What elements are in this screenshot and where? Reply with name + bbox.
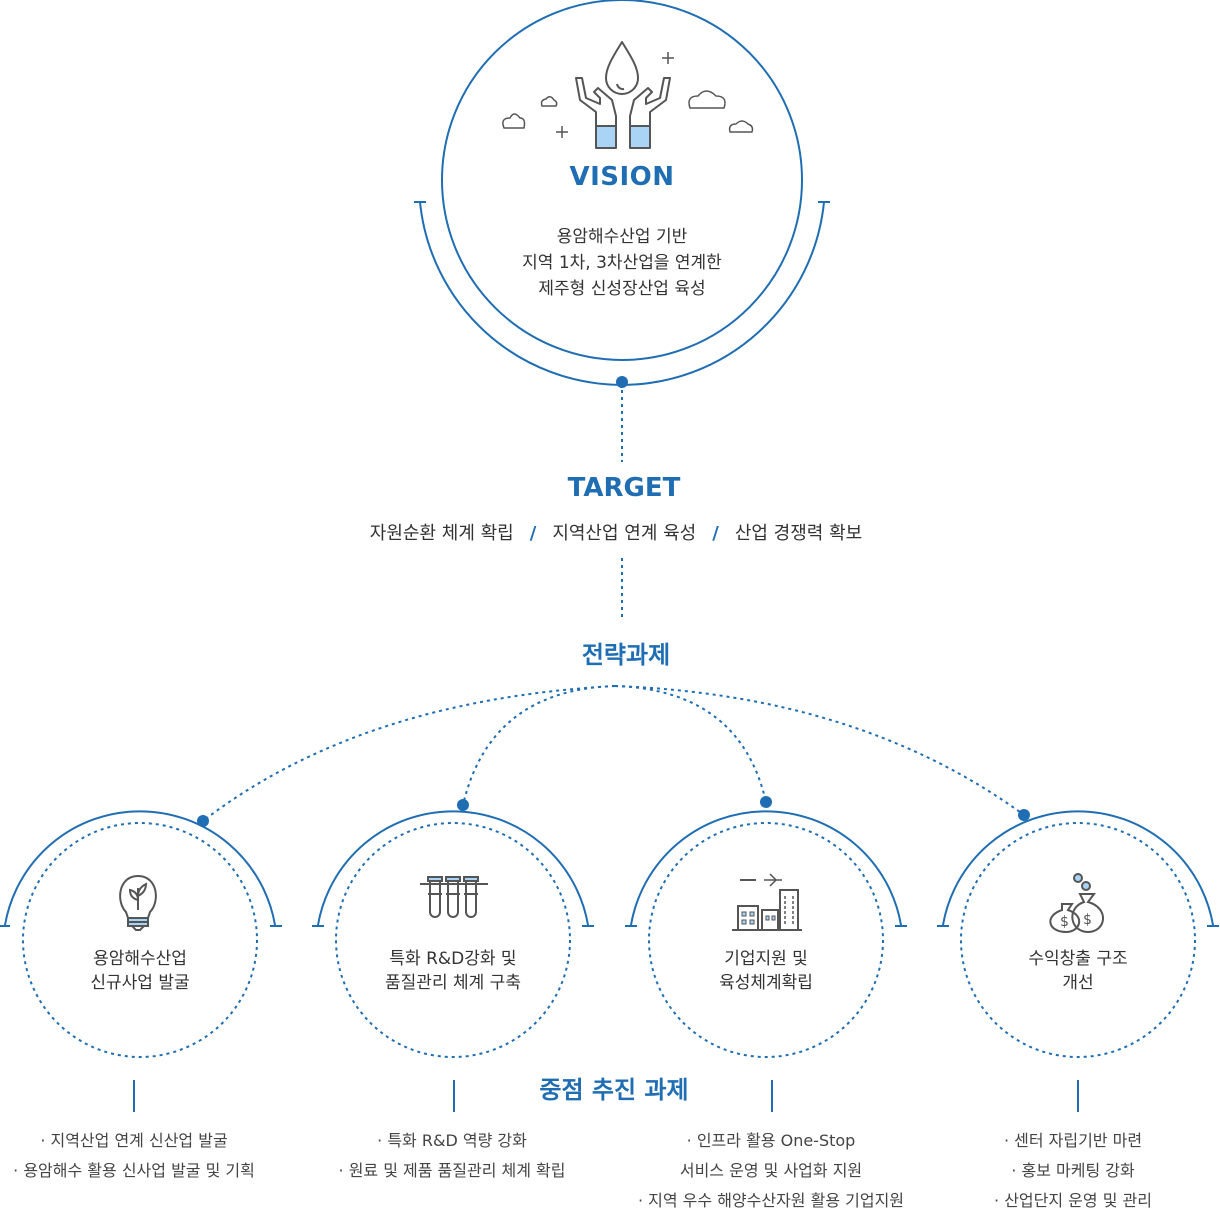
curve-to-circle-1 bbox=[202, 685, 616, 822]
vision-line-2: 지역 1차, 3차산업을 연계한 bbox=[522, 253, 722, 273]
strategy-circle-1-line-1: 용암해수산업 bbox=[93, 949, 187, 969]
curve-to-circle-4 bbox=[614, 685, 1025, 816]
strategy-circle-3-label: 기업지원 및 육성체계확립 bbox=[719, 947, 813, 995]
task-3-item-1: · 인프라 활용 One-Stop bbox=[686, 1131, 856, 1150]
strategy-circle-2-dotted bbox=[335, 822, 571, 1058]
strategy-circle-4-dotted bbox=[960, 822, 1196, 1058]
task-4-item-3: · 산업단지 운영 및 관리 bbox=[994, 1191, 1152, 1210]
vision-line-1: 용암해수산업 기반 bbox=[556, 227, 688, 247]
curve-to-circle-3 bbox=[614, 685, 767, 803]
target-item-3: 산업 경쟁력 확보 bbox=[734, 523, 863, 544]
target-separator-1: / bbox=[529, 523, 537, 544]
strategy-circle-1-line-2: 신규사업 발굴 bbox=[90, 973, 190, 993]
target-item-1: 자원순환 체계 확립 bbox=[369, 523, 514, 544]
target-title: TARGET bbox=[567, 473, 681, 503]
strategy-circle-4-line-2: 개선 bbox=[1062, 973, 1094, 993]
vision-connector-dot bbox=[616, 376, 628, 388]
strategy-circle-3-dotted bbox=[648, 822, 884, 1058]
tasks-title: 중점 추진 과제 bbox=[539, 1076, 689, 1104]
test-tubes-icon bbox=[420, 876, 488, 918]
task-column-4: · 센터 자립기반 마련 · 홍보 마케팅 강화 · 산업단지 운영 및 관리 bbox=[994, 1126, 1152, 1216]
task-column-3: · 인프라 활용 One-Stop 서비스 운영 및 사업화 지원 · 지역 우… bbox=[638, 1126, 904, 1216]
strategy-circle-4-dot bbox=[1018, 809, 1030, 821]
vision-description: 용암해수산업 기반 지역 1차, 3차산업을 연계한 제주형 신성장산업 육성 bbox=[522, 224, 722, 302]
strategy-circle-1-dot bbox=[197, 815, 209, 827]
vision-circle bbox=[441, 0, 803, 361]
task-3-item-2: 서비스 운영 및 사업화 지원 bbox=[679, 1161, 863, 1180]
strategy-circle-1-label: 용암해수산업 신규사업 발굴 bbox=[90, 947, 189, 995]
strategy-title: 전략과제 bbox=[581, 641, 671, 669]
task-4-item-1: · 센터 자립기반 마련 bbox=[1003, 1131, 1143, 1150]
target-items: 자원순환 체계 확립 / 지역산업 연계 육성 / 산업 경쟁력 확보 bbox=[370, 519, 862, 545]
strategy-circle-3-line-1: 기업지원 및 bbox=[724, 949, 808, 969]
strategy-circle-3-dot bbox=[760, 796, 772, 808]
vision-title: VISION bbox=[569, 162, 675, 192]
task-1-item-2: · 용암해수 활용 신사업 발굴 및 기획 bbox=[13, 1161, 255, 1180]
task-4-item-2: · 홍보 마케팅 강화 bbox=[1011, 1161, 1135, 1180]
buildings-icon bbox=[732, 873, 802, 931]
vision-line-3: 제주형 신성장산업 육성 bbox=[538, 279, 706, 299]
task-column-1: · 지역산업 연계 신산업 발굴 · 용암해수 활용 신사업 발굴 및 기획 bbox=[13, 1126, 255, 1186]
strategy-circle-2-label: 특화 R&D강화 및 품질관리 체계 구축 bbox=[385, 947, 521, 995]
strategy-circle-2-dot bbox=[457, 799, 469, 811]
target-separator-2: / bbox=[712, 523, 719, 544]
task-2-item-2: · 원료 및 제품 품질관리 체계 확립 bbox=[338, 1161, 566, 1180]
lightbulb-leaf-icon bbox=[119, 874, 157, 931]
strategy-circle-1-arc bbox=[4, 810, 276, 926]
task-3-item-3: · 지역 우수 해양수산자원 활용 기업지원 bbox=[637, 1191, 905, 1210]
strategy-circle-4-line-1: 수익창출 구조 bbox=[1028, 949, 1128, 969]
strategy-circle-3-line-2: 육성체계확립 bbox=[719, 973, 813, 993]
svg-text:$: $ bbox=[1083, 912, 1092, 928]
strategy-circle-4-label: 수익창출 구조 개선 bbox=[1028, 947, 1127, 995]
strategy-circle-2-line-1: 특화 R&D강화 및 bbox=[389, 949, 517, 969]
target-item-2: 지역산업 연계 육성 bbox=[552, 523, 697, 544]
hands-water-drop-icon bbox=[502, 41, 754, 149]
money-bags-icon: $ $ bbox=[1049, 873, 1104, 934]
strategy-circle-3-arc bbox=[630, 810, 902, 926]
task-1-item-1: · 지역산업 연계 신산업 발굴 bbox=[40, 1131, 228, 1150]
strategy-circle-2-line-2: 품질관리 체계 구축 bbox=[385, 973, 521, 993]
svg-text:$: $ bbox=[1060, 914, 1069, 930]
strategy-circle-1-dotted bbox=[22, 822, 258, 1058]
task-column-2: · 특화 R&D 역량 강화 · 원료 및 제품 품질관리 체계 확립 bbox=[339, 1126, 566, 1186]
strategy-circle-4-arc bbox=[942, 810, 1214, 926]
curve-to-circle-2 bbox=[462, 685, 616, 806]
task-2-item-1: · 특화 R&D 역량 강화 bbox=[377, 1131, 527, 1150]
strategy-circle-2-arc bbox=[317, 810, 589, 926]
